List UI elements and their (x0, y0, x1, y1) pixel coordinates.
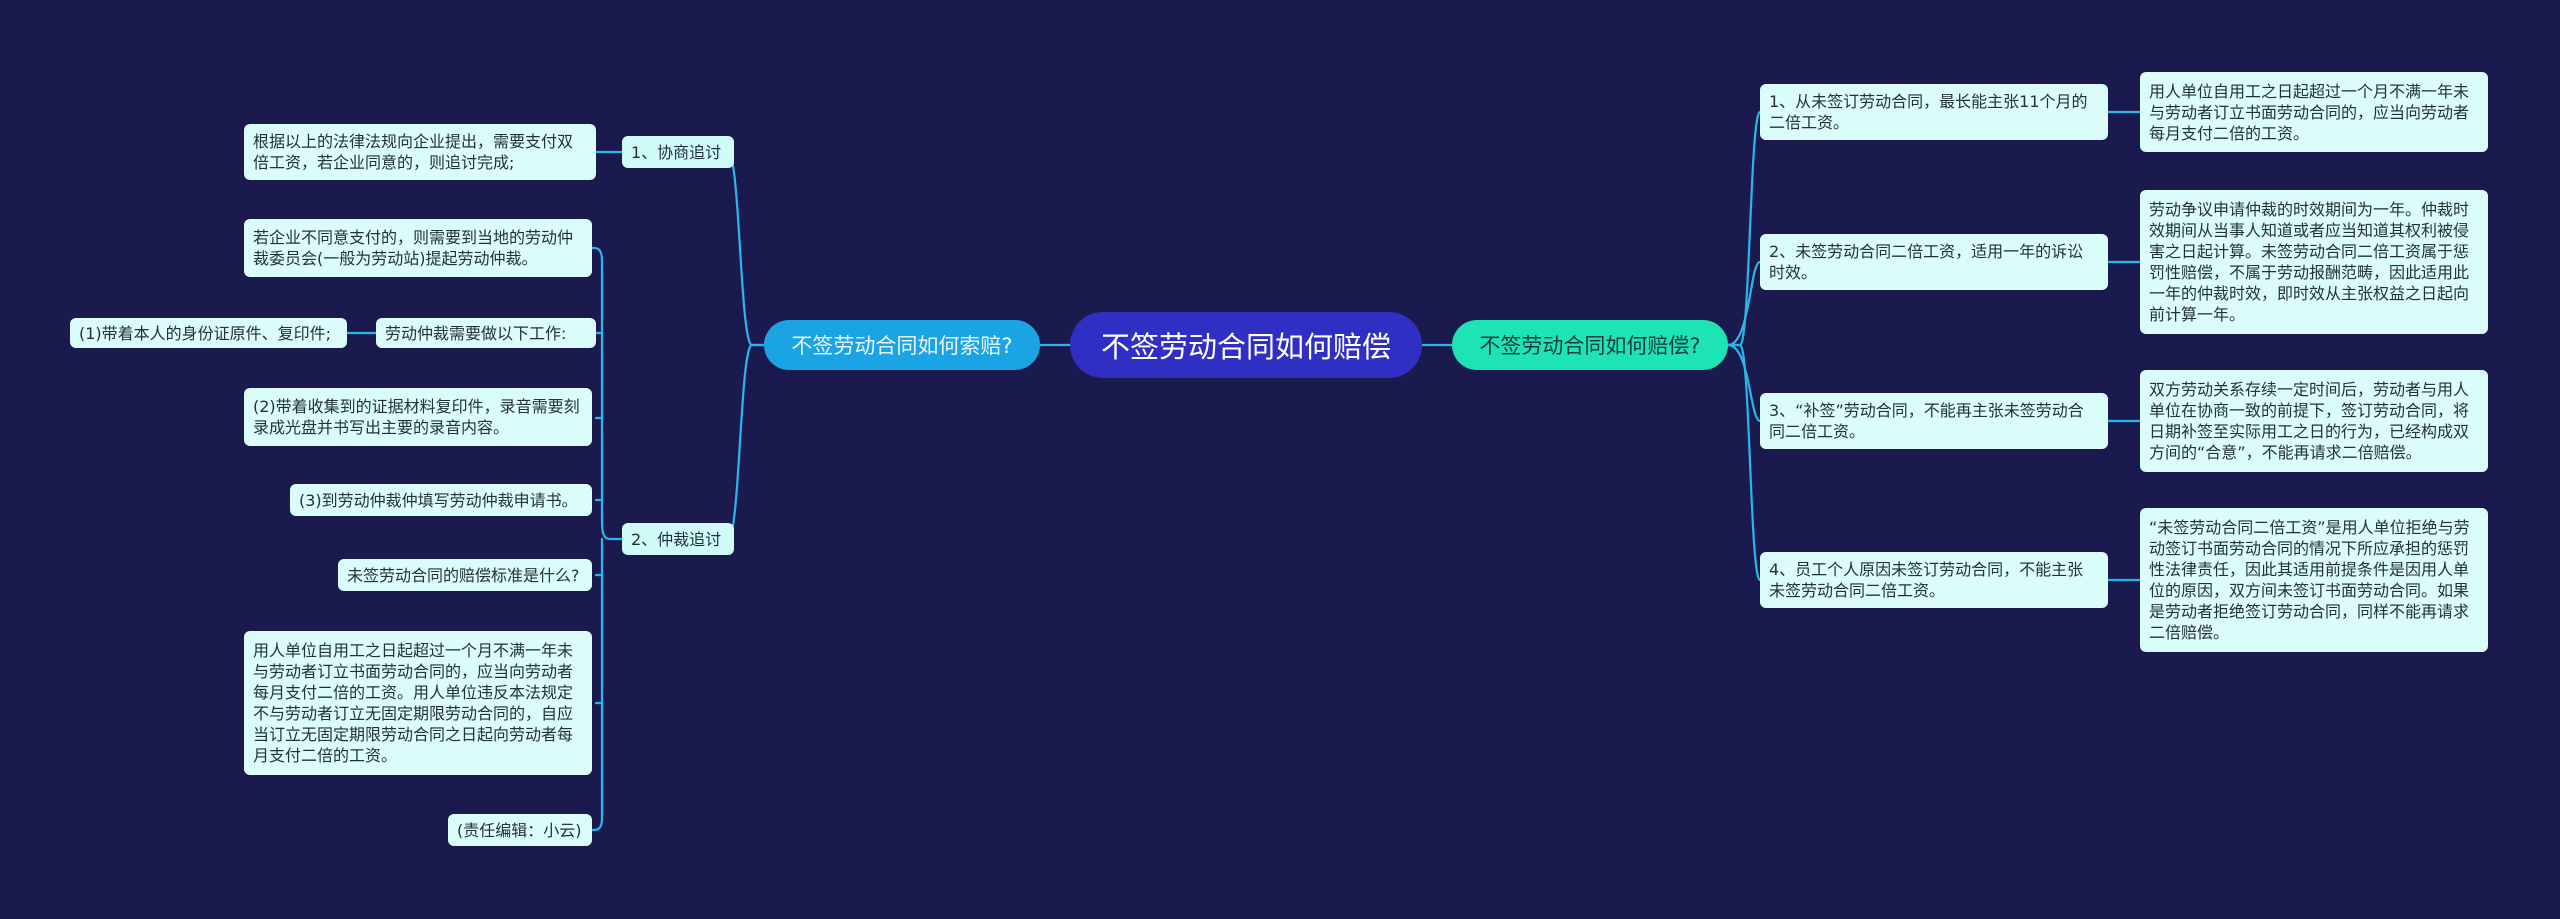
branch-claim[interactable]: 不签劳动合同如何索赔? (764, 320, 1040, 370)
root-topic[interactable]: 不签劳动合同如何赔偿 (1070, 312, 1422, 378)
link-right-item2 (1726, 260, 1762, 347)
link-right-item3 (1726, 343, 1762, 423)
note-arbitration-question-text: 未签劳动合同的赔偿标准是什么? (347, 565, 580, 585)
note-arbitration-prepare-text: 劳动仲裁需要做以下工作: (385, 323, 567, 343)
note-arbitration-form[interactable]: (3)到劳动仲裁仲填写劳动仲裁申请书。 (290, 484, 592, 516)
topic-compensation-1-label: 1、从未签订劳动合同，最长能主张11个月的二倍工资。 (1769, 92, 2088, 132)
link-right-item4 (1726, 343, 1762, 582)
detail-compensation-3-text: 双方劳动关系存续一定时间后，劳动者与用人单位在协商一致的前提下，签订劳动合同，将… (2149, 380, 2470, 462)
topic-compensation-4[interactable]: 4、员工个人原因未签订劳动合同，不能主张未签劳动合同二倍工资。 (1760, 552, 2108, 608)
note-arbitration-evidence-text: (2)带着收集到的证据材料复印件，录音需要刻录成光盘并书写出主要的录音内容。 (253, 397, 580, 437)
detail-compensation-3[interactable]: 双方劳动关系存续一定时间后，劳动者与用人单位在协商一致的前提下，签订劳动合同，将… (2140, 370, 2488, 472)
topic-compensation-3[interactable]: 3、“补签”劳动合同，不能再主张未签劳动合同二倍工资。 (1760, 393, 2108, 449)
link-right-item1 (1726, 110, 1762, 347)
note-arbitration-apply[interactable]: 若企业不同意支付的，则需要到当地的劳动仲裁委员会(一般为劳动站)提起劳动仲裁。 (244, 219, 592, 277)
branch-claim-label: 不签劳动合同如何索赔? (791, 334, 1013, 358)
note-negotiate[interactable]: 根据以上的法律法规向企业提出，需要支付双倍工资，若企业同意的，则追讨完成; (244, 124, 596, 180)
note-editor-text: (责任编辑：小云) (457, 820, 582, 840)
topic-compensation-4-label: 4、员工个人原因未签订劳动合同，不能主张未签劳动合同二倍工资。 (1769, 560, 2084, 600)
topic-arbitration[interactable]: 2、仲裁追讨 (622, 523, 734, 555)
detail-compensation-1-text: 用人单位自用工之日起超过一个月不满一年未与劳动者订立书面劳动合同的，应当向劳动者… (2149, 81, 2470, 143)
topic-compensation-3-label: 3、“补签”劳动合同，不能再主张未签劳动合同二倍工资。 (1769, 401, 2084, 441)
detail-compensation-2[interactable]: 劳动争议申请仲裁的时效期间为一年。仲裁时效期间从当事人知道或者应当知道其权利被侵… (2140, 190, 2488, 334)
note-negotiate-text: 根据以上的法律法规向企业提出，需要支付双倍工资，若企业同意的，则追讨完成; (253, 132, 574, 172)
root-topic-label: 不签劳动合同如何赔偿 (1100, 330, 1391, 364)
note-arbitration-prepare[interactable]: 劳动仲裁需要做以下工作: (376, 318, 596, 348)
note-arbitration-apply-text: 若企业不同意支付的，则需要到当地的劳动仲裁委员会(一般为劳动站)提起劳动仲裁。 (253, 228, 574, 268)
topic-compensation-2-label: 2、未签劳动合同二倍工资，适用一年的诉讼时效。 (1769, 242, 2084, 282)
detail-compensation-1[interactable]: 用人单位自用工之日起超过一个月不满一年未与劳动者订立书面劳动合同的，应当向劳动者… (2140, 72, 2488, 152)
branch-compensation[interactable]: 不签劳动合同如何赔偿? (1452, 320, 1728, 370)
topic-compensation-1[interactable]: 1、从未签订劳动合同，最长能主张11个月的二倍工资。 (1760, 84, 2108, 140)
note-prepare-id[interactable]: (1)带着本人的身份证原件、复印件; (70, 318, 347, 348)
detail-compensation-2-text: 劳动争议申请仲裁的时效期间为一年。仲裁时效期间从当事人知道或者应当知道其权利被侵… (2149, 200, 2470, 324)
topic-negotiate[interactable]: 1、协商追讨 (622, 136, 734, 168)
link-arbitration-trunk (590, 246, 624, 541)
link-trunk-bottom (590, 537, 604, 832)
note-arbitration-standard[interactable]: 用人单位自用工之日起超过一个月不满一年未与劳动者订立书面劳动合同的，应当向劳动者… (244, 631, 592, 775)
note-arbitration-form-text: (3)到劳动仲裁仲填写劳动仲裁申请书。 (299, 490, 578, 510)
topic-compensation-2[interactable]: 2、未签劳动合同二倍工资，适用一年的诉讼时效。 (1760, 234, 2108, 290)
note-arbitration-evidence[interactable]: (2)带着收集到的证据材料复印件，录音需要刻录成光盘并书写出主要的录音内容。 (244, 388, 592, 446)
detail-compensation-4-text: “未签劳动合同二倍工资”是用人单位拒绝与劳动签订书面劳动合同的情况下所应承担的惩… (2149, 518, 2470, 642)
note-prepare-id-text: (1)带着本人的身份证原件、复印件; (79, 323, 332, 343)
note-arbitration-standard-text: 用人单位自用工之日起超过一个月不满一年未与劳动者订立书面劳动合同的，应当向劳动者… (253, 641, 574, 765)
branch-compensation-label: 不签劳动合同如何赔偿? (1479, 334, 1701, 358)
note-editor[interactable]: (责任编辑：小云) (448, 814, 592, 846)
topic-negotiate-label: 1、协商追讨 (631, 142, 722, 162)
link-left-arbitration (718, 343, 766, 541)
detail-compensation-4[interactable]: “未签劳动合同二倍工资”是用人单位拒绝与劳动签订书面劳动合同的情况下所应承担的惩… (2140, 508, 2488, 652)
topic-arbitration-label: 2、仲裁追讨 (631, 529, 722, 549)
note-arbitration-question[interactable]: 未签劳动合同的赔偿标准是什么? (338, 559, 592, 591)
link-left-negotiate (718, 150, 766, 347)
